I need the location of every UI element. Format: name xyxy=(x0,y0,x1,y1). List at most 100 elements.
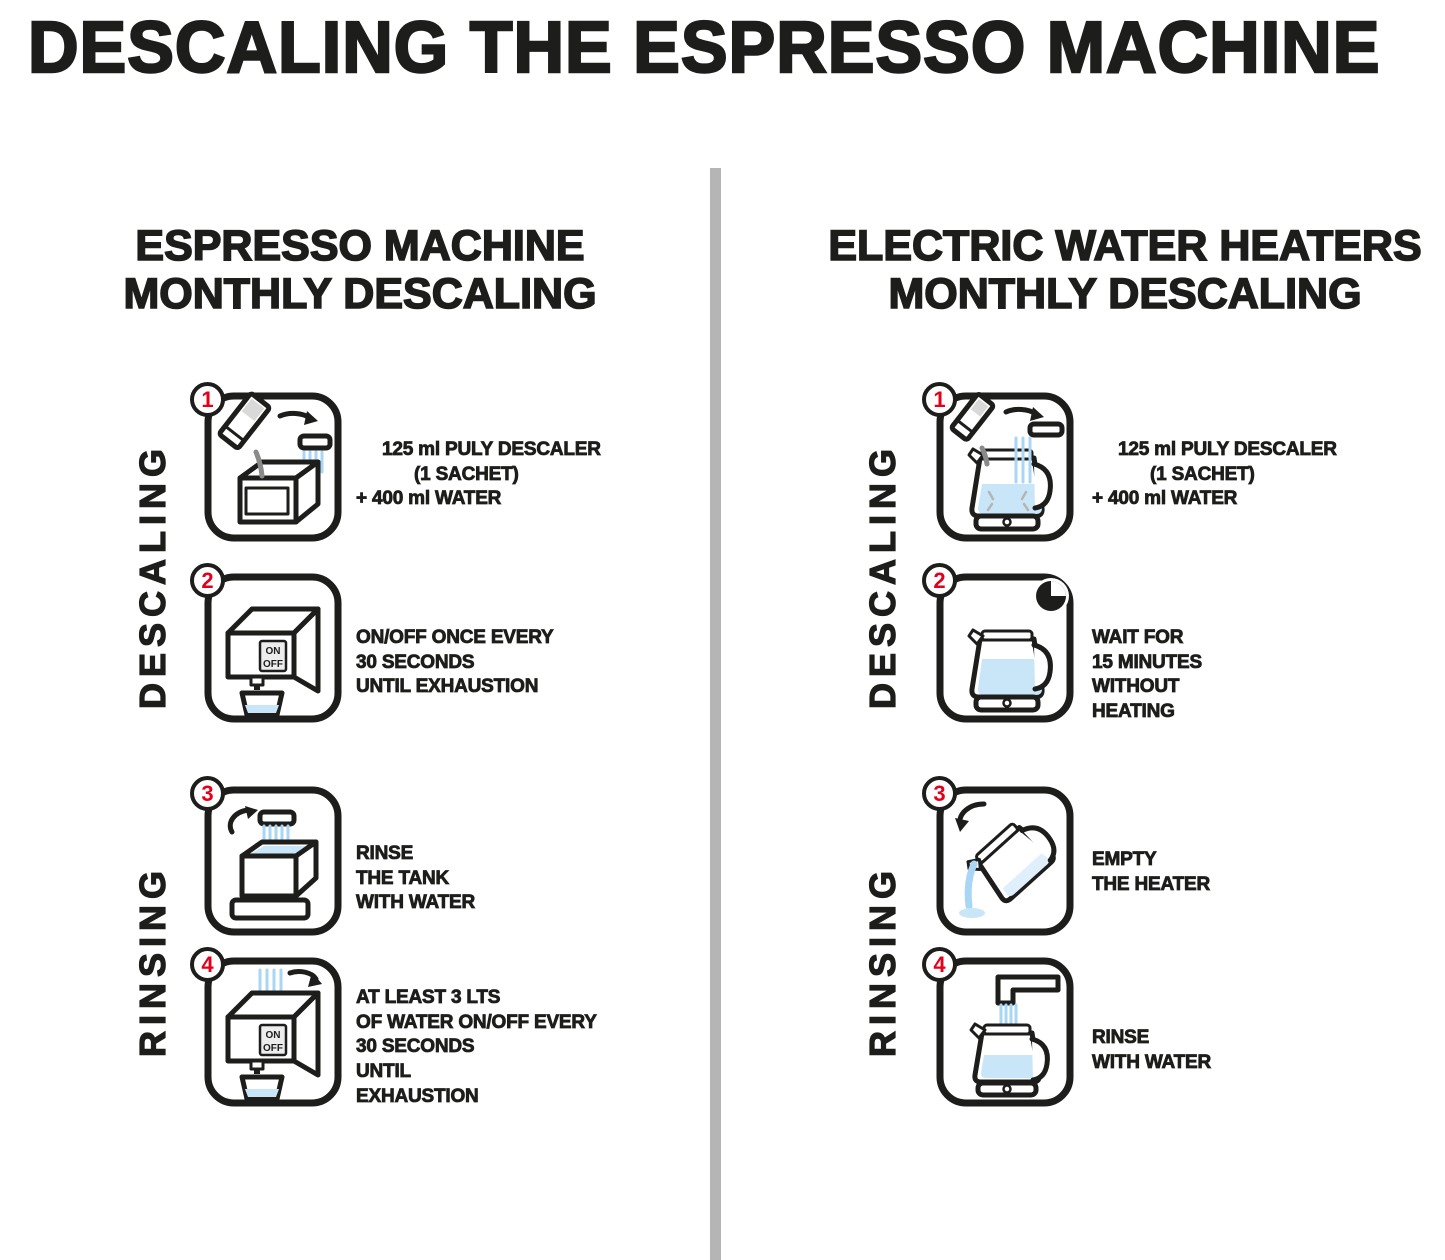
kettle-handle-icon xyxy=(1029,1036,1050,1083)
step-number-badge: 1 xyxy=(190,382,225,417)
kettle-spout-icon xyxy=(967,447,985,465)
step-text: RINSE WITH WATER xyxy=(1092,1026,1352,1075)
machine-rinse-dispense-icon: ON OFF xyxy=(204,957,342,1107)
step-text-line: 125 ml PULY DESCALER xyxy=(1118,439,1338,461)
descaling-section-label-left: DESCALING xyxy=(131,442,173,709)
step-text: WAIT FOR 15 MINUTES WITHOUT HEATING xyxy=(1092,626,1352,725)
step-text-line: RINSE xyxy=(356,843,414,865)
step-text-line: 30 SECONDS xyxy=(356,1036,475,1058)
step-number-badge: 3 xyxy=(922,776,957,811)
rinse-kettle-icon xyxy=(936,957,1074,1107)
column-divider xyxy=(710,168,721,1260)
step-text-line: UNTIL EXHAUSTION xyxy=(356,676,539,698)
step-text-line: 125 ml PULY DESCALER xyxy=(382,439,602,461)
water-heaters-header-line2: MONTHLY DESCALING xyxy=(888,269,1363,319)
kettle-lid-icon xyxy=(980,629,1034,642)
kettle-lid-icon xyxy=(982,1023,1032,1036)
spout-icon xyxy=(249,1059,265,1071)
step-icon-box: 2 xyxy=(922,563,1074,723)
water-heaters-header-line1: ELECTRIC WATER HEATERS xyxy=(828,221,1423,271)
step-text: EMPTY THE HEATER xyxy=(1092,848,1352,897)
rinse-tank-icon xyxy=(204,786,342,936)
step-icon-box: 2 ON OFF xyxy=(190,563,342,723)
step-number-badge: 1 xyxy=(922,382,957,417)
water-stream-icon xyxy=(258,968,283,992)
kettle-spout-icon xyxy=(967,628,985,646)
drip-tray-icon xyxy=(229,897,311,921)
espresso-machine-header-line1: ESPRESSO MACHINE xyxy=(135,221,586,271)
step-text: 125 ml PULY DESCALER (1 SACHET) + 400 ml… xyxy=(356,438,616,512)
step-text-line: WAIT FOR xyxy=(1092,627,1184,649)
step-text-line: EMPTY xyxy=(1092,849,1157,871)
step-number-badge: 4 xyxy=(922,947,957,982)
pouring-water-icon xyxy=(964,860,978,910)
step-number-badge: 2 xyxy=(922,563,957,598)
step-icon-box: 1 xyxy=(922,382,1074,542)
step-text-line: + 400 ml WATER xyxy=(356,488,502,510)
off-label: OFF xyxy=(263,1043,283,1054)
step-text: 125 ml PULY DESCALER (1 SACHET) + 400 ml… xyxy=(1092,438,1352,512)
off-label: OFF xyxy=(263,659,283,670)
step-text-line: (1 SACHET) xyxy=(414,463,520,485)
step-text: ON/OFF ONCE EVERY 30 SECONDS UNTIL EXHAU… xyxy=(356,626,616,700)
espresso-machine-header: ESPRESSO MACHINE MONTHLY DESCALING xyxy=(100,221,620,319)
page-title: DESCALING THE ESPRESSO MACHINE xyxy=(27,6,1381,89)
step-text-line: ON/OFF ONCE EVERY xyxy=(356,627,555,649)
step-number-badge: 2 xyxy=(190,563,225,598)
step-text-line: WITHOUT xyxy=(1092,676,1180,698)
tilted-kettle-icon xyxy=(966,822,1057,904)
step-number-badge: 4 xyxy=(190,947,225,982)
rinsing-section-label-right: RINSING xyxy=(861,864,903,1057)
step-text-line: + 400 ml WATER xyxy=(1092,488,1238,510)
step-icon-box: 4 ON OFF xyxy=(190,947,342,1107)
power-button-icon xyxy=(1002,1084,1012,1094)
kettle-handle-icon xyxy=(1031,461,1053,511)
step-text-line: UNTIL xyxy=(356,1061,412,1083)
faucet-icon xyxy=(995,974,1061,1006)
pour-descaler-into-kettle-icon xyxy=(936,392,1074,542)
faucet-icon xyxy=(1027,421,1065,438)
step-text-line: WITH WATER xyxy=(1092,1051,1212,1073)
on-label: ON xyxy=(266,1030,281,1041)
step-text-line: OF WATER ON/OFF EVERY xyxy=(356,1011,598,1033)
spout-icon xyxy=(249,675,265,687)
power-button-icon xyxy=(1002,517,1012,527)
kettle-wait-clock-icon xyxy=(936,573,1074,723)
step-text-line: THE TANK xyxy=(356,867,450,889)
descaling-section-label-right: DESCALING xyxy=(861,442,903,709)
step-text-line: RINSE xyxy=(1092,1027,1150,1049)
timer-clock-icon xyxy=(1033,578,1069,614)
step-text-line: 15 MINUTES xyxy=(1092,651,1203,673)
step-icon-box: 4 xyxy=(922,947,1074,1107)
step-text-line: EXHAUSTION xyxy=(356,1085,480,1107)
step-text: RINSE THE TANK WITH WATER xyxy=(356,842,616,916)
machine-dispense-on-off-icon: ON OFF xyxy=(204,573,342,723)
espresso-machine-header-line2: MONTHLY DESCALING xyxy=(123,269,598,319)
descaler-sachet-icon xyxy=(217,391,272,451)
step-text-line: AT LEAST 3 LTS xyxy=(356,987,501,1009)
step-icon-box: 3 xyxy=(922,776,1074,936)
faucet-icon xyxy=(297,433,333,451)
step-text-line: THE HEATER xyxy=(1092,873,1211,895)
on-label: ON xyxy=(266,646,281,657)
step-number-badge: 3 xyxy=(190,776,225,811)
step-text-line: WITH WATER xyxy=(356,892,476,914)
step-icon-box: 3 xyxy=(190,776,342,936)
descaler-sachet-icon xyxy=(949,392,996,442)
step-text-line: (1 SACHET) xyxy=(1150,463,1256,485)
step-text-line: HEATING xyxy=(1092,701,1176,723)
pour-descaler-into-tank-icon xyxy=(204,391,342,542)
rinsing-section-label-left: RINSING xyxy=(131,864,173,1057)
kettle-handle-icon xyxy=(1031,642,1053,692)
step-text: AT LEAST 3 LTS OF WATER ON/OFF EVERY 30 … xyxy=(356,986,616,1109)
power-button-icon xyxy=(1002,698,1012,708)
on-off-panel-icon xyxy=(258,639,288,673)
curved-arrow-icon xyxy=(227,807,251,835)
empty-kettle-icon xyxy=(936,786,1074,936)
water-heaters-header: ELECTRIC WATER HEATERS MONTHLY DESCALING xyxy=(810,221,1440,319)
step-text-line: 30 SECONDS xyxy=(356,651,475,673)
faucet-icon xyxy=(257,809,297,827)
kettle-spout-icon xyxy=(969,1022,987,1040)
on-off-panel-icon xyxy=(258,1023,288,1057)
